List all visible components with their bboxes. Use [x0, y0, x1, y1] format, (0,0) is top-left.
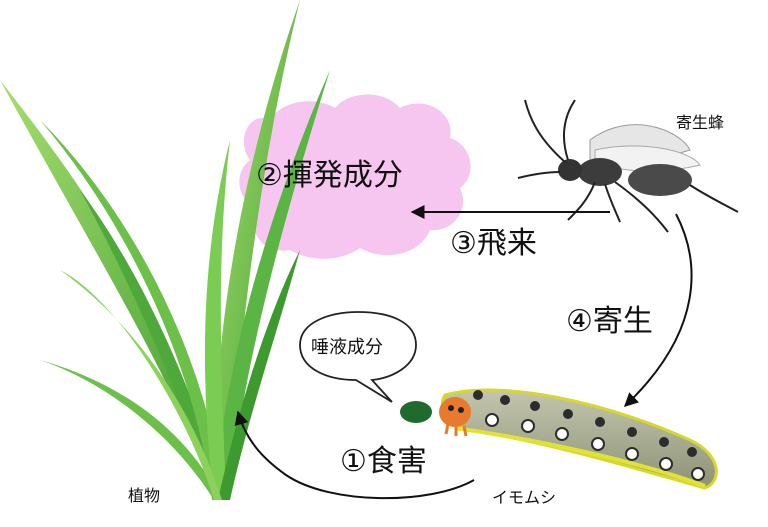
wasp-label: 寄生蜂	[676, 113, 724, 132]
saliva-label: 唾液成分	[311, 337, 383, 358]
parasitism-arrow	[623, 213, 693, 407]
saliva-droplet-icon	[400, 401, 432, 423]
flying-label: ③飛来	[450, 226, 537, 261]
caterpillar-label: イモムシ	[492, 488, 556, 507]
speech-bubble-icon	[299, 311, 417, 403]
plant-label: 植物	[128, 486, 160, 505]
caterpillar-icon	[439, 388, 718, 490]
feeding-label: ①食害	[340, 444, 427, 479]
parasitoid-wasp-icon	[517, 99, 739, 233]
grass-plant-icon	[0, 0, 330, 500]
parasitism-label: ④寄生	[566, 304, 653, 339]
volatile-label: ②揮発成分	[256, 158, 403, 193]
feeding-arrow	[234, 410, 475, 500]
